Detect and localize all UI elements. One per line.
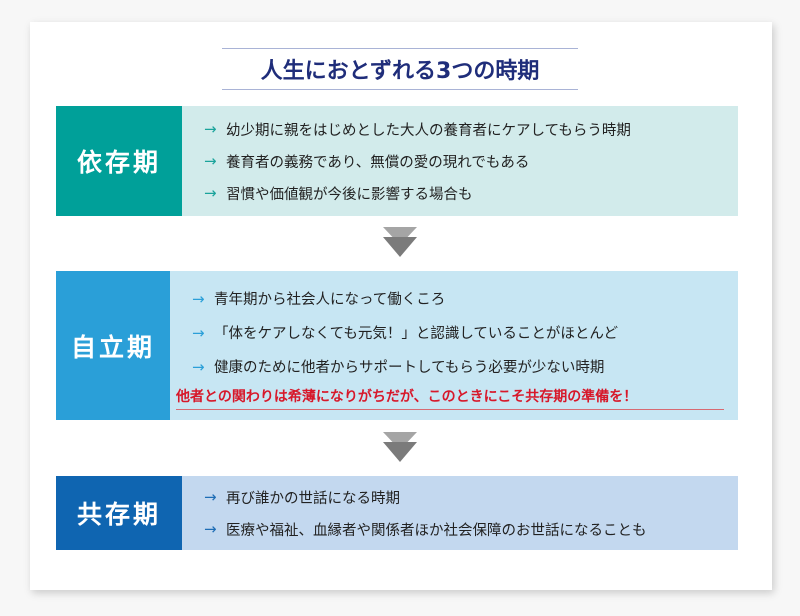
list-item: → 養育者の義務であり、無償の愛の現れでもある xyxy=(204,145,738,177)
arrow-right-icon: → xyxy=(204,152,217,170)
triangle-dark xyxy=(383,442,417,462)
arrow-right-icon: → xyxy=(192,289,205,308)
item-text: 健康のために他者からサポートしてもらう必要が少ない時期 xyxy=(214,360,605,376)
stage-coexistence: 共存期 → 再び誰かの世話になる時期 → 医療や福祉、血縁者や関係者ほか社会保障… xyxy=(56,476,738,550)
stage-label: 依存期 xyxy=(56,106,182,216)
list-item: → 医療や福祉、血縁者や関係者ほか社会保障のお世話になることも xyxy=(204,513,738,545)
arrow-right-icon: → xyxy=(192,323,205,342)
item-text: 再び誰かの世話になる時期 xyxy=(226,490,400,507)
stage-body: → 幼少期に親をはじめとした大人の養育者にケアしてもらう時期 → 養育者の義務で… xyxy=(182,106,738,216)
list-item: → 健康のために他者からサポートしてもらう必要が少ない時期 xyxy=(192,350,738,384)
item-text: 「体をケアしなくても元気！」と認識していることがほとんど xyxy=(214,326,618,342)
list-item: → 再び誰かの世話になる時期 xyxy=(204,481,738,513)
item-text: 習慣や価値観が今後に影響する場合も xyxy=(226,186,473,203)
arrow-right-icon: → xyxy=(204,120,217,138)
page-title: 人生におとずれる3つの時期 xyxy=(260,59,540,84)
double-down-triangle-icon xyxy=(383,432,417,468)
list-item: → 幼少期に親をはじめとした大人の養育者にケアしてもらう時期 xyxy=(204,113,738,145)
stage-label: 自立期 xyxy=(56,271,170,420)
list-item: → 青年期から社会人になって働くころ xyxy=(192,282,738,316)
list-item: → 「体をケアしなくても元気！」と認識していることがほとんど xyxy=(192,316,738,350)
item-text: 医療や福祉、血縁者や関係者ほか社会保障のお世話になることも xyxy=(226,522,647,539)
double-down-triangle-icon xyxy=(383,227,417,263)
title-banner: 人生におとずれる3つの時期 xyxy=(222,48,578,90)
item-text: 青年期から社会人になって働くころ xyxy=(214,292,446,308)
arrow-right-icon: → xyxy=(204,520,217,538)
stage-dependence: 依存期 → 幼少期に親をはじめとした大人の養育者にケアしてもらう時期 → 養育者… xyxy=(56,106,738,216)
triangle-dark xyxy=(383,237,417,257)
stage-body: → 再び誰かの世話になる時期 → 医療や福祉、血縁者や関係者ほか社会保障のお世話… xyxy=(182,476,738,550)
stage-independence: 自立期 → 青年期から社会人になって働くころ → 「体をケアしなくても元気！」と… xyxy=(56,271,738,420)
stage-body: → 青年期から社会人になって働くころ → 「体をケアしなくても元気！」と認識して… xyxy=(170,271,738,420)
item-text: 養育者の義務であり、無償の愛の現れでもある xyxy=(226,154,530,171)
highlight-note: 他者との関わりは希薄になりがちだが、このときにこそ共存期の準備を！ xyxy=(176,386,724,410)
item-text: 幼少期に親をはじめとした大人の養育者にケアしてもらう時期 xyxy=(226,122,631,139)
arrow-right-icon: → xyxy=(204,488,217,506)
list-item: → 習慣や価値観が今後に影響する場合も xyxy=(204,177,738,209)
arrow-right-icon: → xyxy=(192,357,205,376)
arrow-right-icon: → xyxy=(204,184,217,202)
stage-label: 共存期 xyxy=(56,476,182,550)
